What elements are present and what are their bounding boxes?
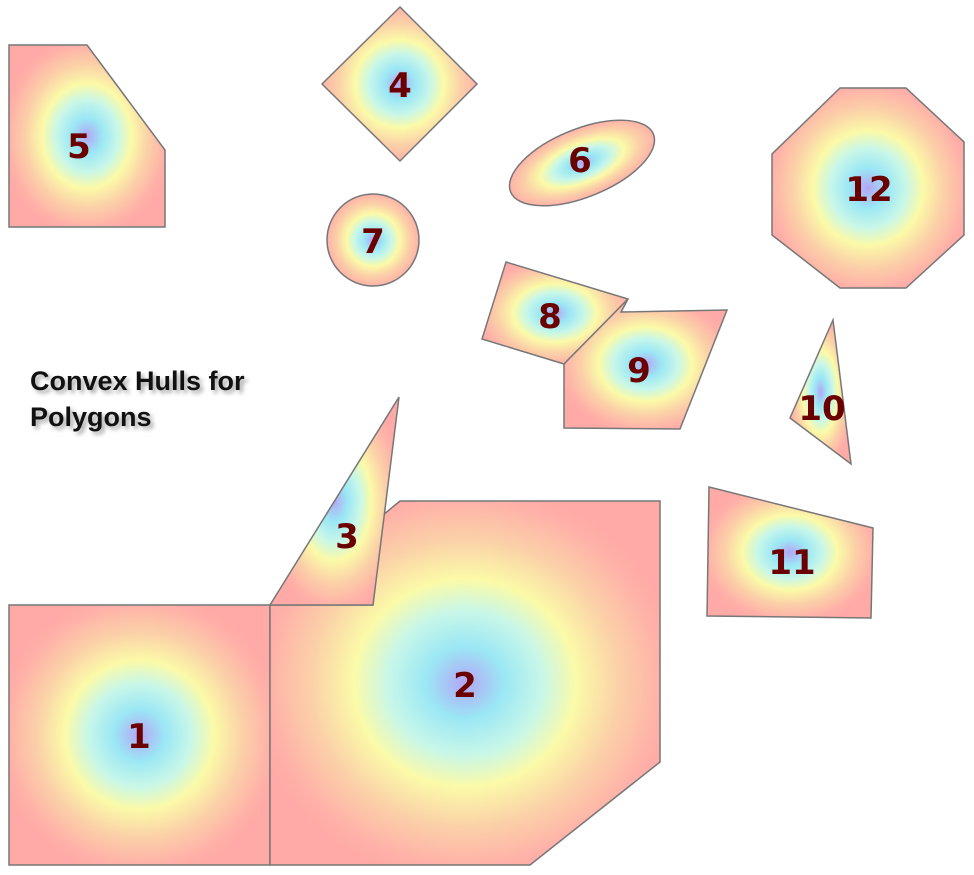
polygon-8-label: 8 — [538, 297, 562, 337]
polygon-4-shape — [320, 5, 479, 163]
polygon-11-label: 11 — [768, 543, 815, 583]
polygon-11: 11 — [706, 486, 874, 619]
polygon-11-shape — [706, 486, 874, 619]
polygon-3-label: 3 — [335, 517, 359, 557]
polygon-7: 7 — [326, 193, 420, 287]
polygon-5: 5 — [8, 44, 166, 228]
diagram-title-line-1: Convex Hulls for — [30, 366, 245, 396]
polygon-10: 10 — [789, 317, 852, 466]
polygon-1: 1 — [8, 604, 271, 866]
polygon-3-shape — [268, 396, 400, 606]
polygon-12-label: 12 — [845, 170, 892, 210]
polygon-6-shape — [508, 119, 656, 207]
polygon-3: 3 — [268, 396, 400, 606]
polygon-7-label: 7 — [361, 222, 385, 262]
polygon-12-shape — [771, 87, 965, 289]
polygon-9: 9 — [563, 298, 729, 430]
polygon-9-label: 9 — [627, 351, 651, 391]
polygon-9-shape — [563, 298, 729, 430]
polygon-1-label: 1 — [127, 717, 151, 757]
polygon-5-shape — [8, 44, 166, 228]
polygon-10-shape — [789, 317, 852, 466]
polygon-6: 6 — [508, 119, 656, 207]
polygon-5-label: 5 — [67, 127, 91, 167]
polygon-6-label: 6 — [568, 141, 592, 181]
polygon-7-shape — [326, 193, 420, 287]
polygon-4: 4 — [320, 5, 479, 163]
polygon-4-label: 4 — [388, 66, 412, 106]
diagram-title-line-2: Polygons — [30, 402, 152, 432]
polygon-12: 12 — [771, 87, 965, 289]
polygon-2-label: 2 — [453, 666, 477, 706]
polygon-10-label: 10 — [798, 389, 845, 429]
